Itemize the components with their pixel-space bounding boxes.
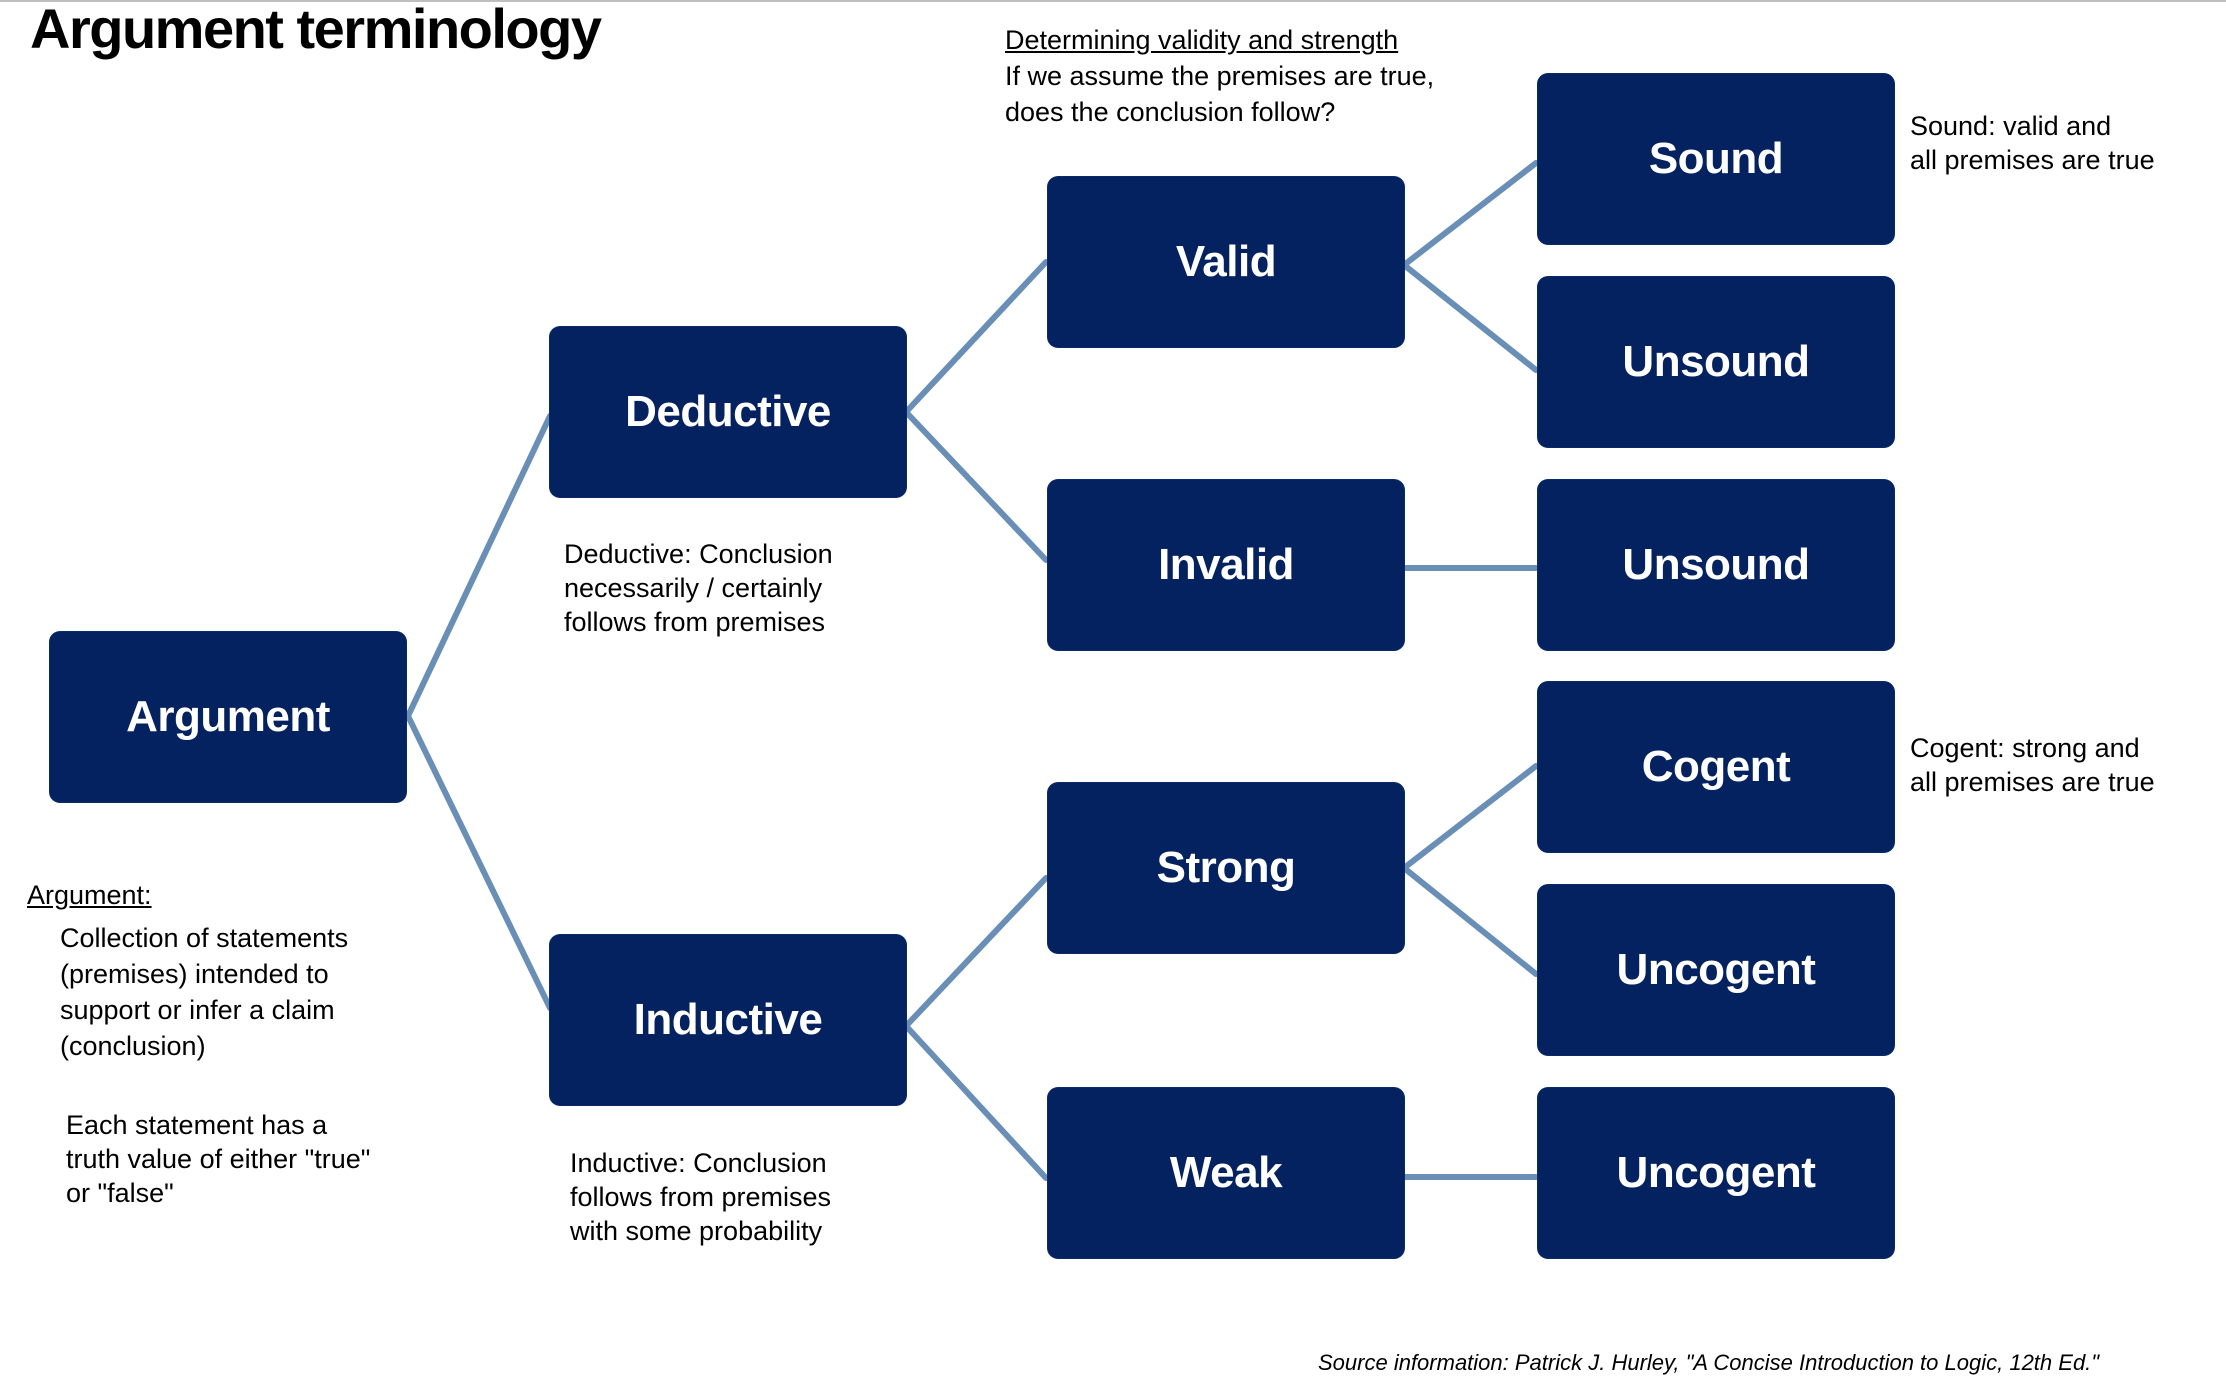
top-border	[0, 0, 2226, 2]
node-strong: Strong	[1048, 783, 1404, 953]
node-uncogent-strong: Uncogent	[1538, 885, 1894, 1055]
link-strong-cogent	[1401, 763, 1539, 871]
source-citation: Source information: Patrick J. Hurley, "…	[1318, 1350, 2100, 1375]
node-unsound-invalid: Unsound	[1538, 480, 1894, 650]
inductive-line: with some probability	[570, 1216, 823, 1246]
deductive-note: Deductive: Conclusion necessarily / cert…	[564, 537, 833, 639]
deductive-line: necessarily / certainly	[564, 573, 823, 603]
cogent-note: Cogent: strong and all premises are true	[1910, 731, 2155, 799]
link-valid-sound	[1401, 160, 1539, 268]
link-strong-uncogent	[1401, 865, 1539, 977]
inductive-line: Inductive: Conclusion	[570, 1148, 827, 1178]
link-inductive-strong	[903, 875, 1049, 1029]
validity-heading: Determining validity and strength	[1005, 25, 1399, 55]
node-cogent: Cogent	[1538, 682, 1894, 852]
truth-line: truth value of either "true"	[66, 1144, 371, 1174]
validity-note: Determining validity and strength If we …	[1005, 22, 1434, 130]
link-deductive-valid	[903, 259, 1049, 415]
node-invalid: Invalid	[1048, 480, 1404, 650]
argument-line: (premises) intended to	[60, 959, 329, 989]
deductive-line: Deductive: Conclusion	[564, 539, 833, 569]
link-valid-unsound	[1401, 262, 1539, 373]
argument-line: support or infer a claim	[60, 995, 335, 1025]
argument-line: Collection of statements	[60, 923, 349, 953]
truth-value-note: Each statement has a truth value of eith…	[66, 1108, 370, 1210]
deductive-line: follows from premises	[564, 607, 826, 637]
node-uncogent-weak: Uncogent	[1538, 1088, 1894, 1258]
cogent-line: all premises are true	[1910, 767, 2155, 797]
argument-line: (conclusion)	[60, 1031, 206, 1061]
link-argument-deductive	[405, 413, 553, 719]
argument-definition: Collection of statements (premises) inte…	[60, 920, 348, 1064]
cogent-line: Cogent: strong and	[1910, 733, 2140, 763]
validity-line: If we assume the premises are true,	[1005, 61, 1435, 91]
node-weak: Weak	[1048, 1088, 1404, 1258]
node-sound: Sound	[1538, 74, 1894, 244]
truth-line: Each statement has a	[66, 1110, 328, 1140]
link-inductive-weak	[903, 1023, 1049, 1181]
sound-line: all premises are true	[1910, 145, 2155, 175]
link-deductive-invalid	[903, 409, 1049, 563]
link-argument-inductive	[405, 713, 553, 1011]
sound-line: Sound: valid and	[1910, 111, 2112, 141]
node-unsound-valid: Unsound	[1538, 277, 1894, 447]
inductive-note: Inductive: Conclusion follows from premi…	[570, 1146, 831, 1248]
sound-note: Sound: valid and all premises are true	[1910, 109, 2155, 177]
page-title: Argument terminology	[30, 0, 602, 60]
node-valid: Valid	[1048, 177, 1404, 347]
validity-line: does the conclusion follow?	[1005, 97, 1336, 127]
node-inductive: Inductive	[550, 935, 906, 1105]
argument-heading: Argument:	[27, 880, 152, 910]
inductive-line: follows from premises	[570, 1182, 832, 1212]
node-argument: Argument	[50, 632, 406, 802]
truth-line: or "false"	[66, 1178, 174, 1208]
node-deductive: Deductive	[550, 327, 906, 497]
